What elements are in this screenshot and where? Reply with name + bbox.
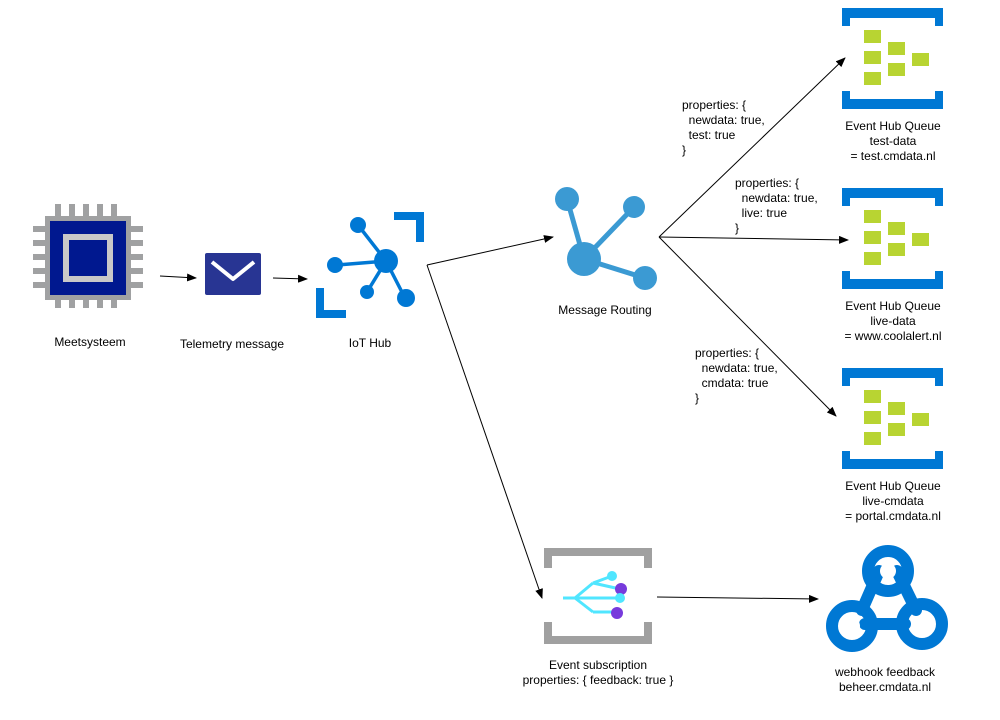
- route3-props-line3: cmdata: true: [695, 376, 769, 390]
- route1-props-line2: newdata: true,: [682, 113, 765, 127]
- event-hub-icon[interactable]: [842, 8, 943, 109]
- route3-props-line4: }: [695, 391, 700, 405]
- queue2-line1: Event Hub Queue: [845, 299, 941, 313]
- edge-iothub-routing: [426, 235, 554, 266]
- subscription-line2: properties: { feedback: true }: [522, 673, 674, 687]
- edge-routing-queue1: [658, 57, 846, 238]
- route2-props-line1: properties: {: [735, 176, 800, 190]
- queue1-line1: Event Hub Queue: [845, 119, 941, 133]
- queue3-label: Event Hub Queue live-cmdata = portal.cmd…: [820, 479, 966, 524]
- meetsysteem-label: Meetsysteem: [54, 335, 126, 349]
- route1-props-line3: test: true: [682, 128, 736, 142]
- edge-subscription-webhook: [656, 594, 819, 603]
- webhook-label: webhook feedback beheer.cmdata.nl: [810, 665, 960, 695]
- queue1-label: Event Hub Queue test-data = test.cmdata.…: [820, 119, 966, 164]
- edge-telemetry-iothub: [272, 274, 308, 283]
- queue3-line3: = portal.cmdata.nl: [845, 509, 941, 523]
- queue2-line2: live-data: [870, 314, 916, 328]
- route2-props-line4: }: [735, 221, 740, 235]
- edge-iothub-subscription: [426, 264, 543, 599]
- iot-hub-label: IoT Hub: [348, 336, 392, 350]
- event-grid-icon[interactable]: [544, 548, 652, 644]
- telemetry-message-label: Telemetry message: [179, 337, 285, 351]
- queue3-line2: live-cmdata: [862, 494, 924, 508]
- route1-props-line1: properties: {: [682, 98, 747, 112]
- edge-routing-queue3: [658, 236, 837, 417]
- envelope-icon[interactable]: [205, 253, 261, 295]
- queue2-label: Event Hub Queue live-data = www.coolaler…: [820, 299, 966, 344]
- processor-chip-icon[interactable]: [33, 204, 143, 308]
- queue1-line2: test-data: [869, 134, 917, 148]
- queue3-line1: Event Hub Queue: [845, 479, 941, 493]
- route1-properties: properties: { newdata: true, test: true …: [682, 98, 765, 158]
- queue1-line3: = test.cmdata.nl: [850, 149, 936, 163]
- event-hub-icon[interactable]: [842, 188, 943, 289]
- message-routing-label: Message Routing: [558, 303, 652, 317]
- webhook-icon[interactable]: [826, 545, 948, 652]
- webhook-line1: webhook feedback: [834, 665, 936, 679]
- route3-properties: properties: { newdata: true, cmdata: tru…: [695, 346, 778, 406]
- subscription-line1: Event subscription: [548, 658, 648, 672]
- edge-meetsysteem-telemetry: [159, 273, 197, 282]
- edge-routing-queue2: [658, 235, 849, 244]
- route1-props-line4: }: [682, 143, 687, 157]
- iot-hub-icon[interactable]: [316, 212, 424, 318]
- connectors: [159, 57, 849, 603]
- route2-properties: properties: { newdata: true, live: true …: [735, 176, 818, 236]
- subscription-label: Event subscription properties: { feedbac…: [508, 658, 688, 688]
- route3-props-line1: properties: {: [695, 346, 760, 360]
- route2-props-line2: newdata: true,: [735, 191, 818, 205]
- route2-props-line3: live: true: [735, 206, 788, 220]
- hub-spoke-icon[interactable]: [555, 187, 657, 290]
- webhook-line2: beheer.cmdata.nl: [838, 680, 932, 694]
- queue2-line3: = www.coolalert.nl: [844, 329, 942, 343]
- event-hub-icon[interactable]: [842, 368, 943, 469]
- route3-props-line2: newdata: true,: [695, 361, 778, 375]
